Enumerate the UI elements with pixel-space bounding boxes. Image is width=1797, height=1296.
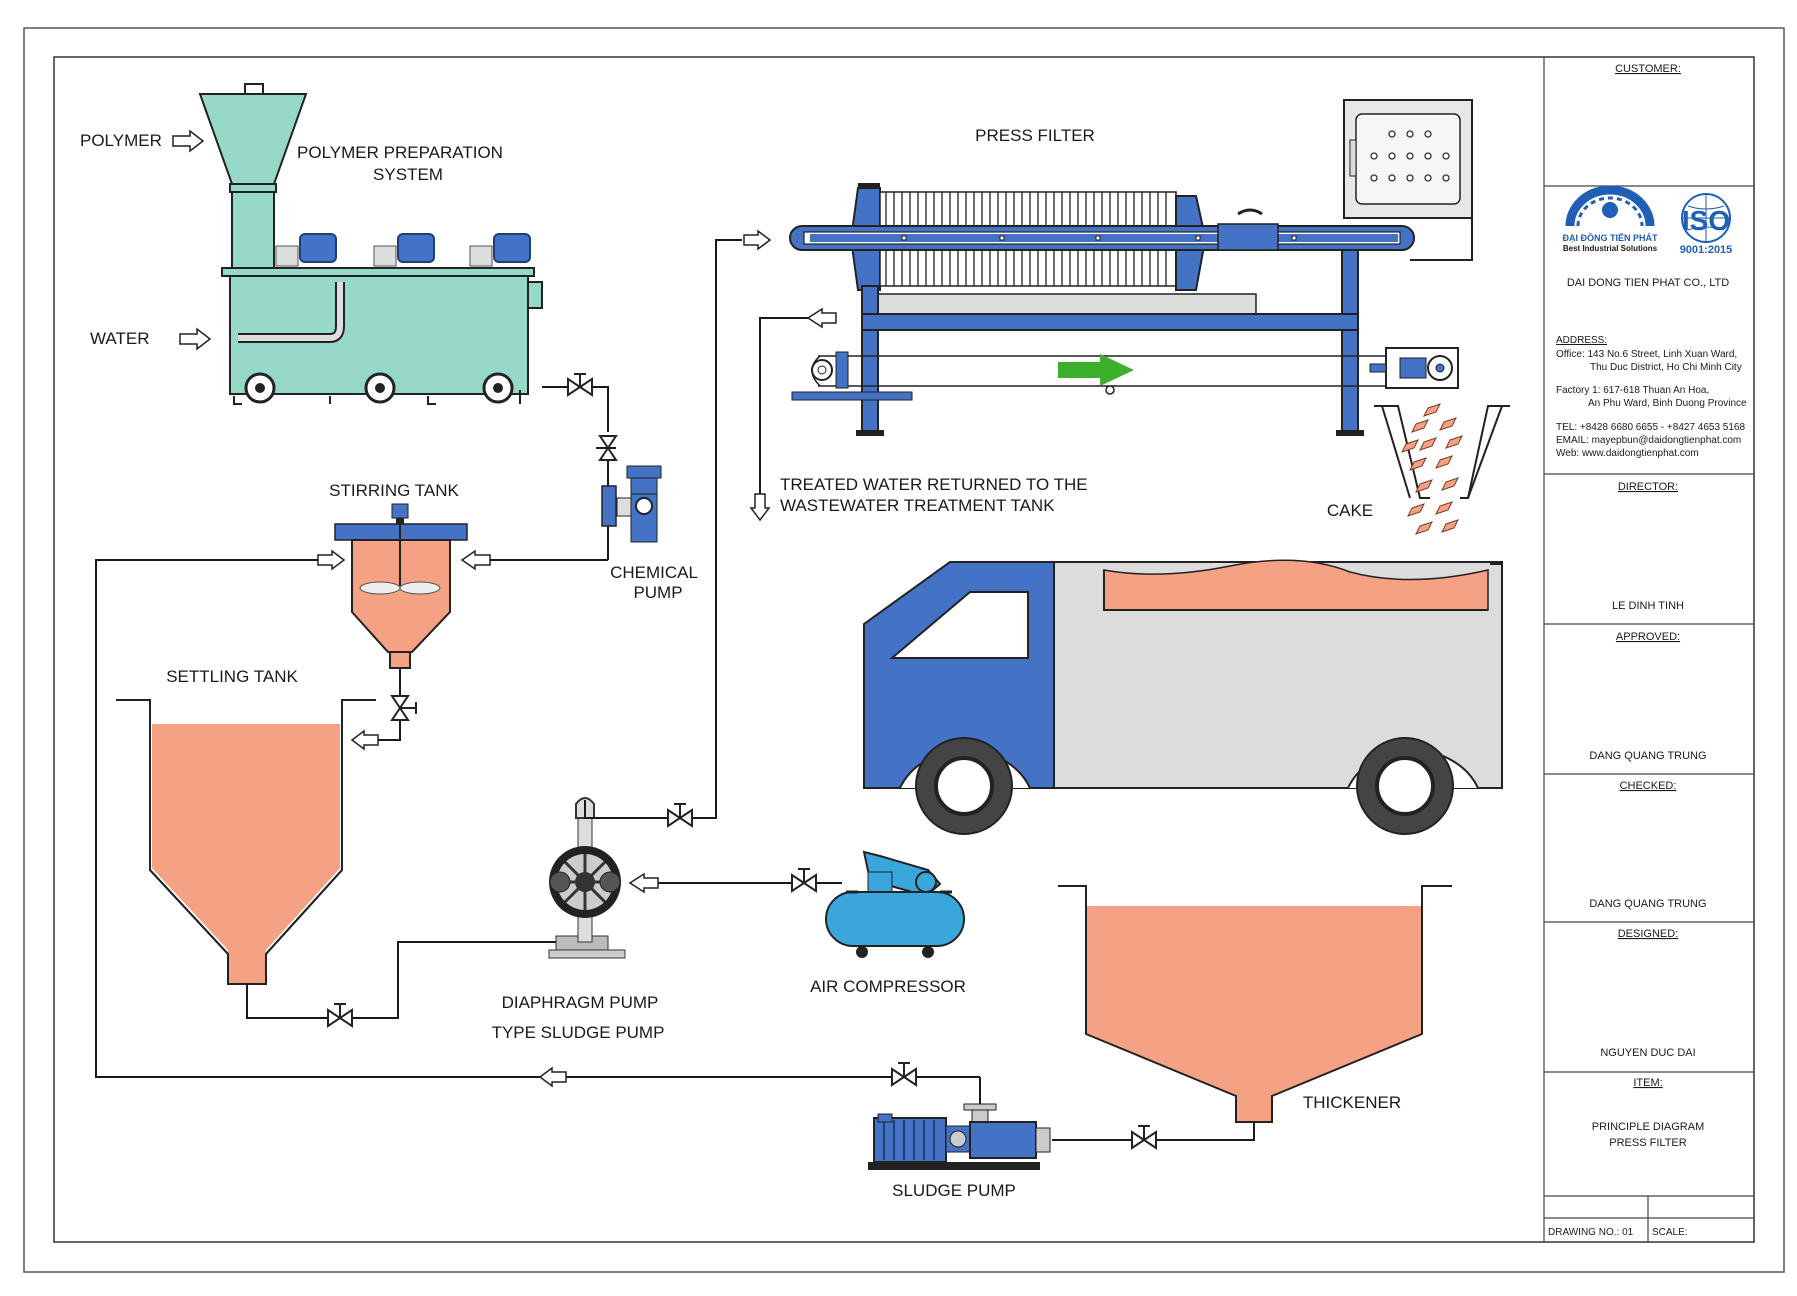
checked-name: DANG QUANG TRUNG xyxy=(1589,898,1706,910)
truck-load xyxy=(1103,559,1489,611)
air-compressor xyxy=(825,850,965,958)
valve-icon xyxy=(667,803,693,828)
valve-icon xyxy=(791,868,817,893)
item-label: ITEM: xyxy=(1633,1077,1662,1089)
label-type-sludge-pump: TYPE SLUDGE PUMP xyxy=(492,1023,665,1042)
factory-line-2: An Phu Ward, Binh Duong Province xyxy=(1588,398,1747,409)
label-stirring-tank: STIRRING TANK xyxy=(329,481,459,500)
label-polymer: POLYMER xyxy=(80,131,162,150)
press-filter xyxy=(789,99,1473,436)
cake-pieces xyxy=(1401,403,1463,535)
valve-icon xyxy=(567,373,593,397)
drawing-number: DRAWING NO.: 01 xyxy=(1548,1227,1634,1238)
label-polymer-preparation-system: SYSTEM xyxy=(373,165,443,184)
mixer-motor-2 xyxy=(373,233,435,267)
label-treated-water-1: TREATED WATER RETURNED TO THE xyxy=(780,475,1088,494)
thickener-outlet-pipe xyxy=(1052,1122,1255,1141)
telephone: TEL: +8428 6680 6655 - +8427 4653 5168 xyxy=(1556,422,1745,433)
thickener xyxy=(1058,885,1452,1123)
chemical-pump xyxy=(601,465,662,560)
valve-icon xyxy=(596,435,618,461)
settling-tank xyxy=(116,699,376,985)
diagram-labels: POLYMER WATER POLYMER PREPARATION SYSTEM… xyxy=(80,126,1401,1200)
polymer-inlet-arrow xyxy=(172,129,205,153)
valve-icon xyxy=(327,1003,353,1028)
iso-number: 9001:2015 xyxy=(1680,244,1733,256)
label-polymer-preparation: POLYMER PREPARATION xyxy=(297,143,503,162)
title-block: CUSTOMER: ĐẠI ĐỒNG TIẾN PHÁT Best Indust… xyxy=(1543,57,1754,1242)
filtrate-return-pipe xyxy=(759,317,808,496)
office-line-2: Thu Duc District, Ho Chi Minh City xyxy=(1590,362,1742,373)
sludge-pump xyxy=(868,1077,1051,1170)
polymer-preparation-system xyxy=(198,83,543,405)
company-logo: ĐẠI ĐỒNG TIẾN PHÁT Best Industrial Solut… xyxy=(1562,185,1658,253)
label-treated-water-2: WASTEWATER TREATMENT TANK xyxy=(780,496,1055,515)
scale-label: SCALE: xyxy=(1652,1227,1688,1238)
director-label: DIRECTOR: xyxy=(1618,481,1678,493)
flow-arrow xyxy=(628,872,659,894)
office-line-1: Office: 143 No.6 Street, Linh Xuan Ward, xyxy=(1556,349,1737,360)
settling-tank-outlet-pipe xyxy=(246,941,556,1019)
label-settling-tank: SETTLING TANK xyxy=(166,667,298,686)
flow-arrow xyxy=(743,229,772,251)
factory-line-1: Factory 1: 617-618 Thuan An Hoa, xyxy=(1556,385,1709,396)
valve-icon xyxy=(390,695,417,721)
stirring-tank xyxy=(334,503,468,669)
flow-arrow xyxy=(460,549,491,571)
inner-frame xyxy=(53,56,1755,1243)
item-line-2: PRESS FILTER xyxy=(1609,1137,1686,1149)
checked-label: CHECKED: xyxy=(1620,780,1677,792)
label-air-compressor: AIR COMPRESSOR xyxy=(810,977,966,996)
flow-arrow xyxy=(806,307,837,329)
recirculation-pipe xyxy=(95,559,980,1078)
mixer-motor-3 xyxy=(469,233,531,267)
flow-arrow xyxy=(317,549,346,571)
cake-hopper xyxy=(1374,403,1510,535)
label-thickener: THICKENER xyxy=(1303,1093,1401,1112)
diaphragm-pump xyxy=(548,797,626,959)
stirring-tank-outlet-pipe xyxy=(378,668,401,741)
water-inlet-arrow xyxy=(179,327,212,351)
mixer-motor-1 xyxy=(275,233,337,267)
label-diaphragm-pump: DIAPHRAGM PUMP xyxy=(502,993,659,1012)
customer-label: CUSTOMER: xyxy=(1615,63,1681,75)
conveyor-direction-arrow xyxy=(1058,354,1134,386)
valve-icon xyxy=(1131,1125,1157,1150)
polymer-outlet-pipe xyxy=(542,373,618,488)
label-water: WATER xyxy=(90,329,150,348)
director-name: LE DINH TINH xyxy=(1612,600,1684,612)
item-line-1: PRINCIPLE DIAGRAM xyxy=(1592,1121,1704,1133)
designed-name: NGUYEN DUC DAI xyxy=(1600,1047,1695,1059)
company-name: DAI DONG TIEN PHAT CO., LTD xyxy=(1567,277,1729,289)
email: EMAIL: mayepbun@daidongtienphat.com xyxy=(1556,435,1741,446)
label-chemical: CHEMICAL xyxy=(610,563,698,582)
iso-badge: ISO 9001:2015 xyxy=(1680,193,1733,256)
iso-text: ISO xyxy=(1682,205,1730,236)
discharge-riser xyxy=(584,812,662,819)
flow-arrow xyxy=(749,493,771,522)
address-label: ADDRESS: xyxy=(1556,335,1607,346)
designed-label: DESIGNED: xyxy=(1618,928,1679,940)
approved-label: APPROVED: xyxy=(1616,631,1680,643)
label-chemical-pump: PUMP xyxy=(633,583,682,602)
dump-truck xyxy=(863,559,1503,835)
label-cake: CAKE xyxy=(1327,501,1373,520)
flow-arrow xyxy=(350,729,379,751)
flow-arrow xyxy=(538,1066,567,1088)
approved-name: DANG QUANG TRUNG xyxy=(1589,750,1706,762)
outer-frame xyxy=(23,27,1785,1273)
label-press-filter: PRESS FILTER xyxy=(975,126,1095,145)
logo-text: ĐẠI ĐỒNG TIẾN PHÁT xyxy=(1562,232,1658,243)
label-sludge-pump: SLUDGE PUMP xyxy=(892,1181,1016,1200)
valve-icon xyxy=(891,1062,917,1087)
website: Web: www.daidongtienphat.com xyxy=(1556,448,1699,459)
logo-tagline: Best Industrial Solutions xyxy=(1563,244,1658,253)
